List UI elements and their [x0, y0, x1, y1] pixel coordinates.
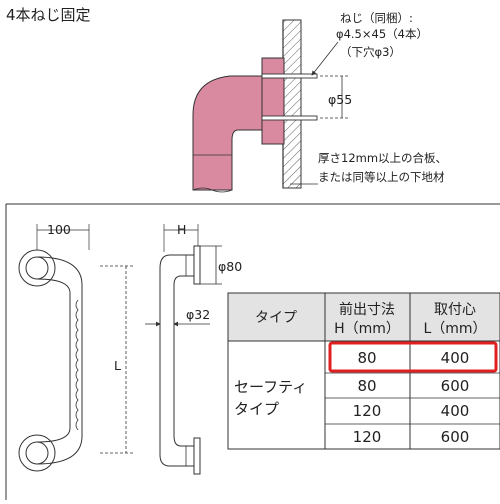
type-name-line2: タイプ	[234, 400, 279, 418]
cell-l-2: 400	[441, 402, 470, 420]
highlight-box	[328, 341, 498, 373]
svg-text:φ55: φ55	[328, 92, 352, 107]
dimension-width: 100	[36, 222, 90, 250]
svg-text:φ32: φ32	[186, 307, 210, 322]
base-plate	[261, 57, 285, 145]
header-l-line2: L（mm）	[423, 321, 486, 337]
wall-section	[282, 19, 302, 189]
cell-h-0: 80	[357, 349, 376, 367]
svg-text:または同等以上の下地材: または同等以上の下地材	[318, 170, 445, 184]
dimension-bar-diameter: φ32	[145, 307, 210, 327]
dimension-base-diameter: φ80	[200, 245, 242, 285]
wall-note: 厚さ12mm以上の合板、 または同等以上の下地材	[290, 151, 447, 185]
table-header-bg	[228, 293, 500, 341]
svg-text:ねじ（同梱）:: ねじ（同梱）:	[340, 11, 413, 25]
svg-text:100: 100	[47, 222, 71, 237]
svg-text:（下穴φ3）: （下穴φ3）	[340, 45, 401, 59]
spec-table: タイプ 前出寸法 H（mm） 取付心 L（mm） セーフティ タイプ 80 40…	[227, 292, 500, 450]
rail-cross-section	[192, 57, 285, 193]
cell-h-2: 120	[353, 402, 382, 420]
cell-l-3: 600	[441, 428, 470, 446]
svg-text:φ80: φ80	[218, 259, 242, 274]
svg-text:H: H	[177, 222, 186, 237]
header-l-line1: 取付心	[434, 302, 476, 318]
header-h-line2: H（mm）	[334, 321, 400, 337]
rail-front-view	[18, 249, 83, 472]
cell-h-1: 80	[357, 377, 376, 395]
screws	[261, 73, 318, 121]
svg-text:L: L	[114, 358, 121, 373]
cell-l-0: 400	[441, 349, 470, 367]
cell-h-3: 120	[353, 428, 382, 446]
svg-text:厚さ12mm以上の合板、: 厚さ12mm以上の合板、	[318, 151, 447, 165]
dimension-base-pitch: φ55	[320, 75, 352, 119]
rail-side-view	[159, 245, 201, 475]
type-name-line1: セーフティ	[234, 378, 307, 396]
dimension-projection: H	[163, 222, 199, 252]
screw-note: ねじ（同梱）: φ4.5×45（4本） （下穴φ3）	[311, 11, 428, 76]
title-text: 4本ねじ固定	[6, 6, 91, 24]
cell-l-1: 600	[441, 377, 470, 395]
dimension-length: L	[100, 265, 135, 454]
header-type: タイプ	[255, 310, 297, 326]
svg-text:φ4.5×45（4本）: φ4.5×45（4本）	[336, 27, 428, 41]
header-h-line1: 前出寸法	[339, 301, 395, 318]
